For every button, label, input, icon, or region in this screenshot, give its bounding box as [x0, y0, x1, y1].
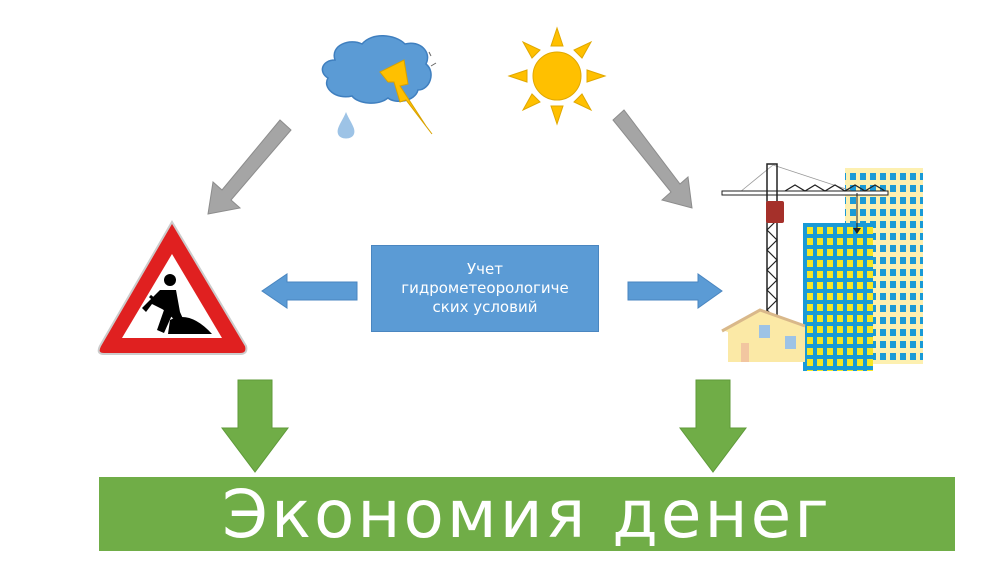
center-box-line-1: Учет [467, 260, 503, 278]
sun-icon [507, 26, 607, 126]
arrow-weather-to-construction [612, 109, 693, 209]
center-box-line-3: ских условий [432, 298, 538, 316]
arrow-down-left [221, 379, 289, 473]
savings-banner: Экономия денег [99, 475, 955, 553]
storm-cloud-icon [321, 35, 437, 139]
arrow-weather-to-roadworks [207, 119, 292, 215]
hydrometeorological-conditions-box: Учет гидрометеорологиче ских условий [371, 245, 599, 332]
arrow-left-to-roadworks [261, 273, 358, 309]
arrow-down-right [679, 379, 747, 473]
road-works-sign-icon [97, 220, 248, 355]
construction-crane-buildings-icon [721, 163, 923, 371]
arrow-right-to-construction [627, 273, 723, 309]
savings-banner-text: Экономия денег [222, 475, 832, 553]
center-box-line-2: гидрометеорологиче [401, 279, 569, 297]
